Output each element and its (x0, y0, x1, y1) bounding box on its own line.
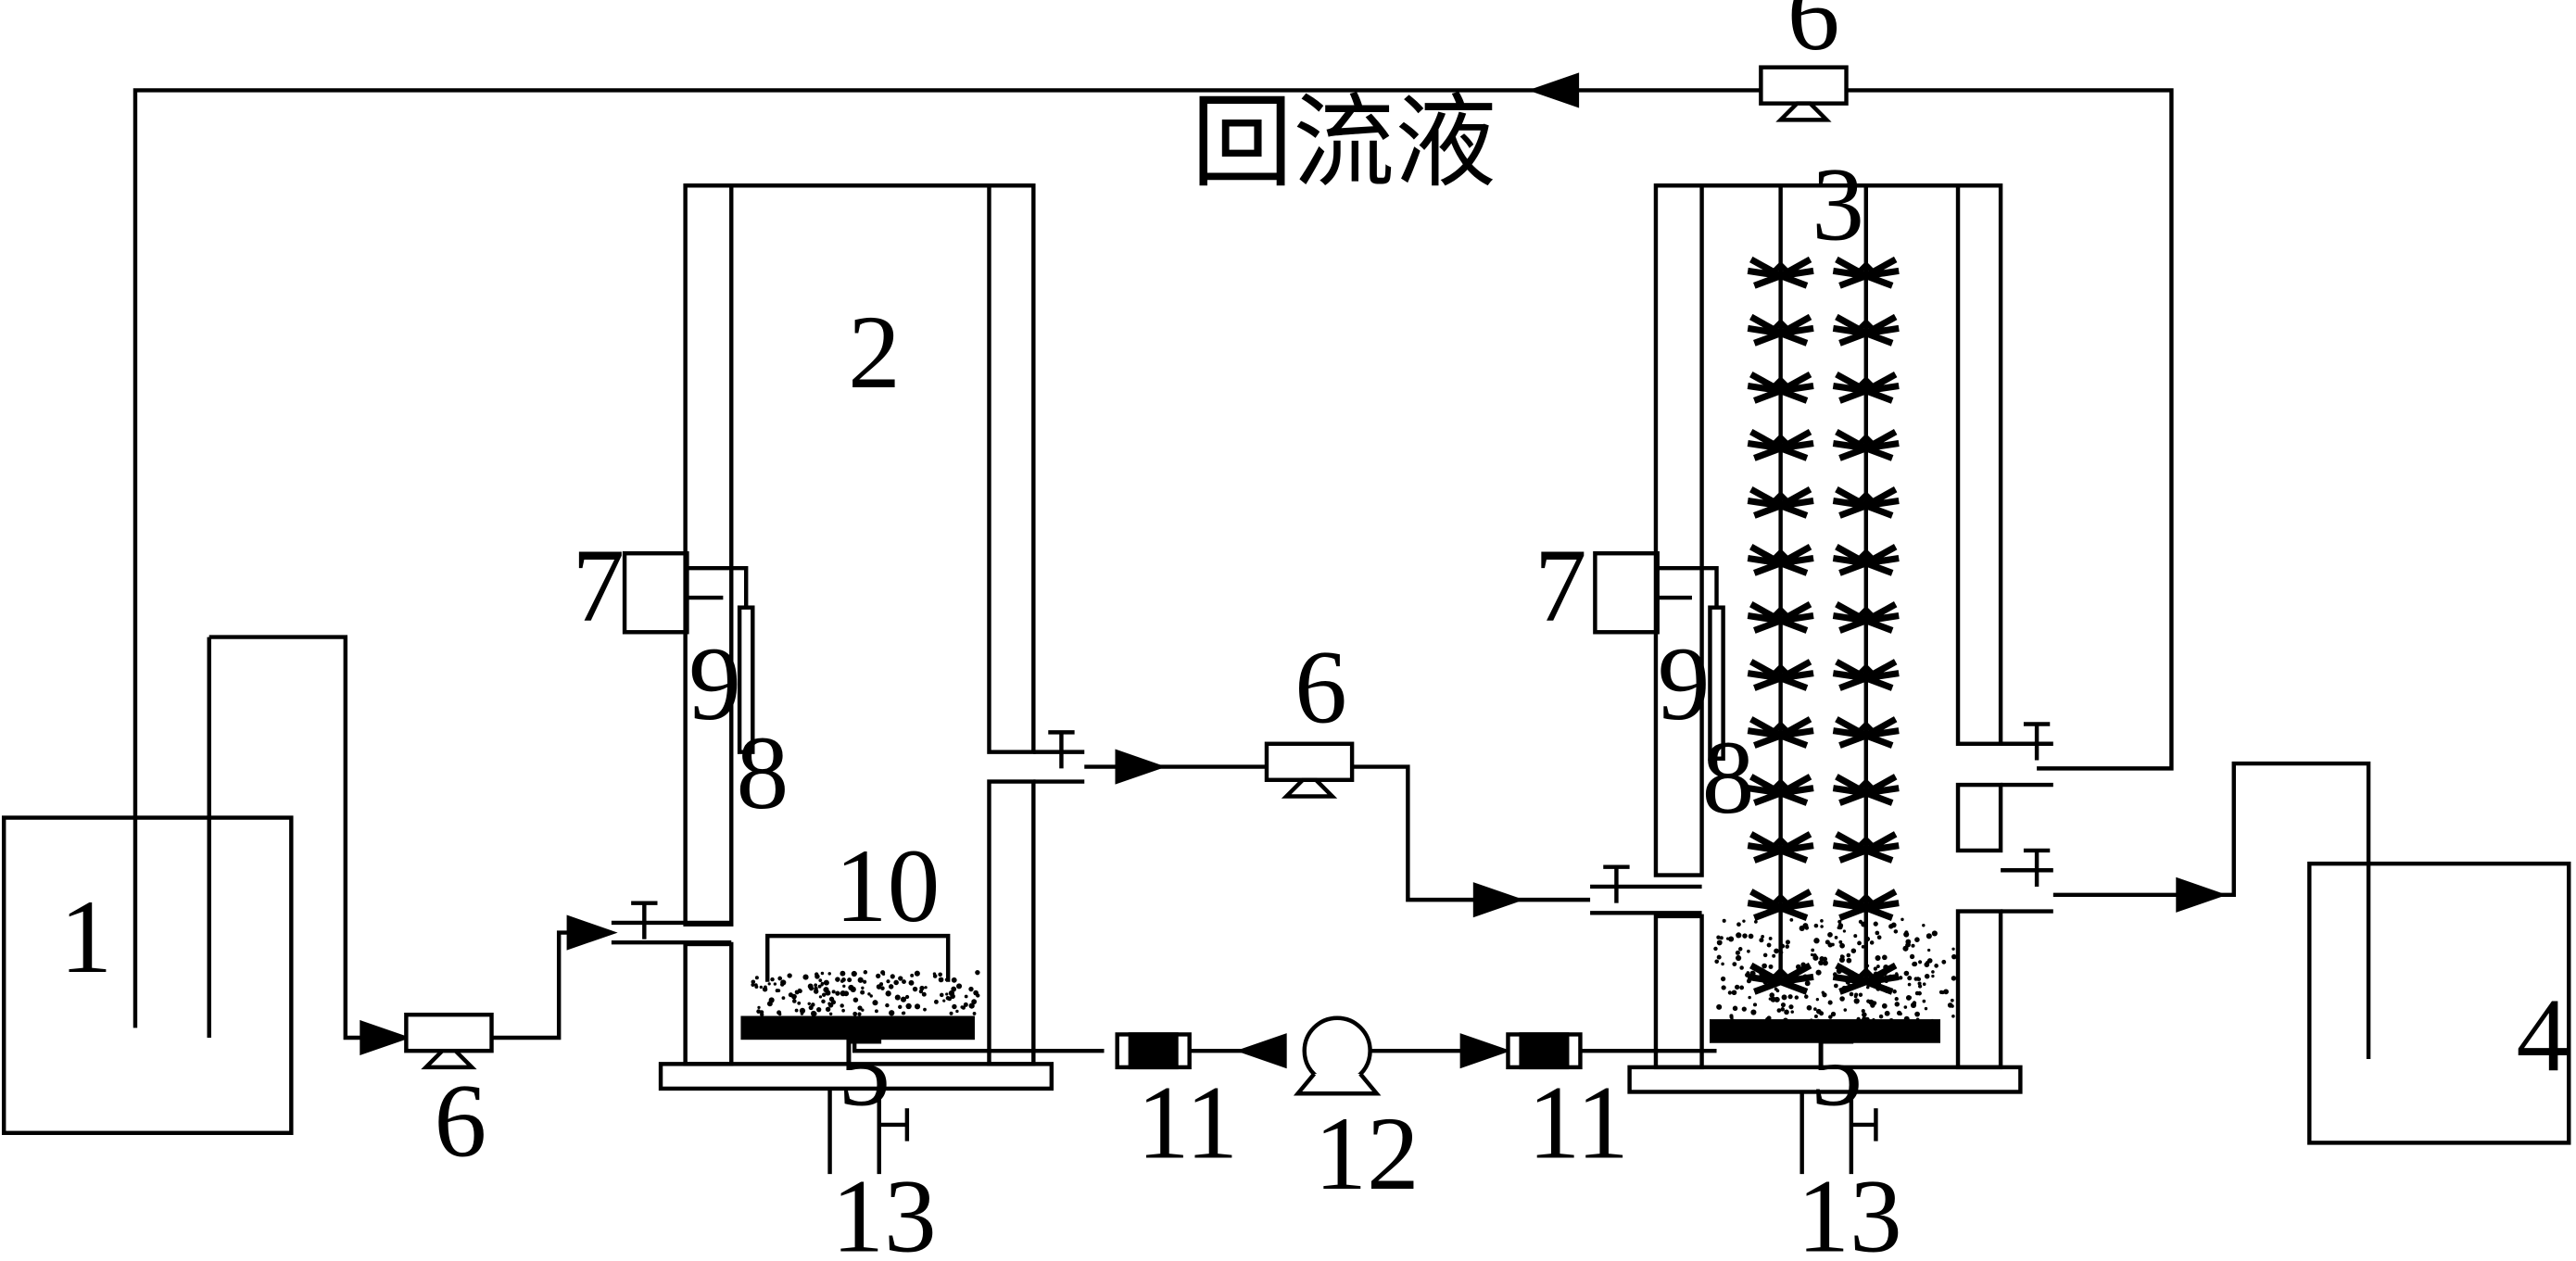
feed-inlet-arrow (569, 918, 612, 948)
label-13b: 13 (1797, 1157, 1901, 1261)
label-10: 10 (835, 827, 940, 944)
label-12: 12 (1314, 1095, 1419, 1212)
distributor-plate-1 (740, 1015, 975, 1040)
label-6c: 6 (1294, 629, 1347, 746)
feed-tank (1, 815, 294, 1135)
flowmeter-2 (1508, 1034, 1580, 1066)
label-11b: 11 (1528, 1064, 1629, 1180)
label-7b: 7 (1534, 527, 1587, 644)
probe-1 (737, 605, 755, 754)
label-2: 2 (848, 294, 901, 410)
label-6a: 6 (1787, 0, 1840, 72)
reflux-pump (1761, 68, 1846, 120)
feed-arrow (362, 1023, 405, 1053)
label-5a: 5 (838, 1012, 890, 1129)
flowmeter-1 (1118, 1034, 1190, 1066)
carrier-box (765, 933, 951, 982)
reflux-label: 回流液 (1191, 82, 1496, 201)
label-6b: 6 (434, 1063, 486, 1179)
feed-pump (406, 1015, 491, 1067)
label-3: 3 (1812, 146, 1864, 263)
label-5b: 5 (1811, 1012, 1863, 1129)
label-8b: 8 (1702, 719, 1755, 836)
label-9a: 9 (688, 625, 741, 742)
label-1: 1 (59, 878, 112, 995)
transfer-pump (1267, 744, 1352, 797)
media-particles-1 (751, 969, 980, 1017)
media-particles-2 (1713, 917, 1957, 1024)
label-8a: 8 (737, 714, 789, 831)
label-13a: 13 (831, 1157, 936, 1261)
transfer-arrow (1118, 752, 1160, 782)
label-7a: 7 (572, 527, 625, 644)
label-11a: 11 (1137, 1064, 1238, 1180)
effluent-tank (2307, 861, 2571, 1145)
reactor-3 (1627, 183, 2023, 1094)
distributor-plate-2 (1709, 1019, 1940, 1043)
reflux-line (133, 88, 2174, 1028)
reflux-arrow (1534, 76, 1577, 106)
controller-2 (1593, 550, 1660, 635)
controller-1 (622, 550, 689, 635)
probe-2 (1708, 605, 1725, 761)
label-9b: 9 (1658, 625, 1711, 742)
label-4: 4 (2517, 977, 2570, 1093)
plant-column (1748, 259, 1899, 991)
